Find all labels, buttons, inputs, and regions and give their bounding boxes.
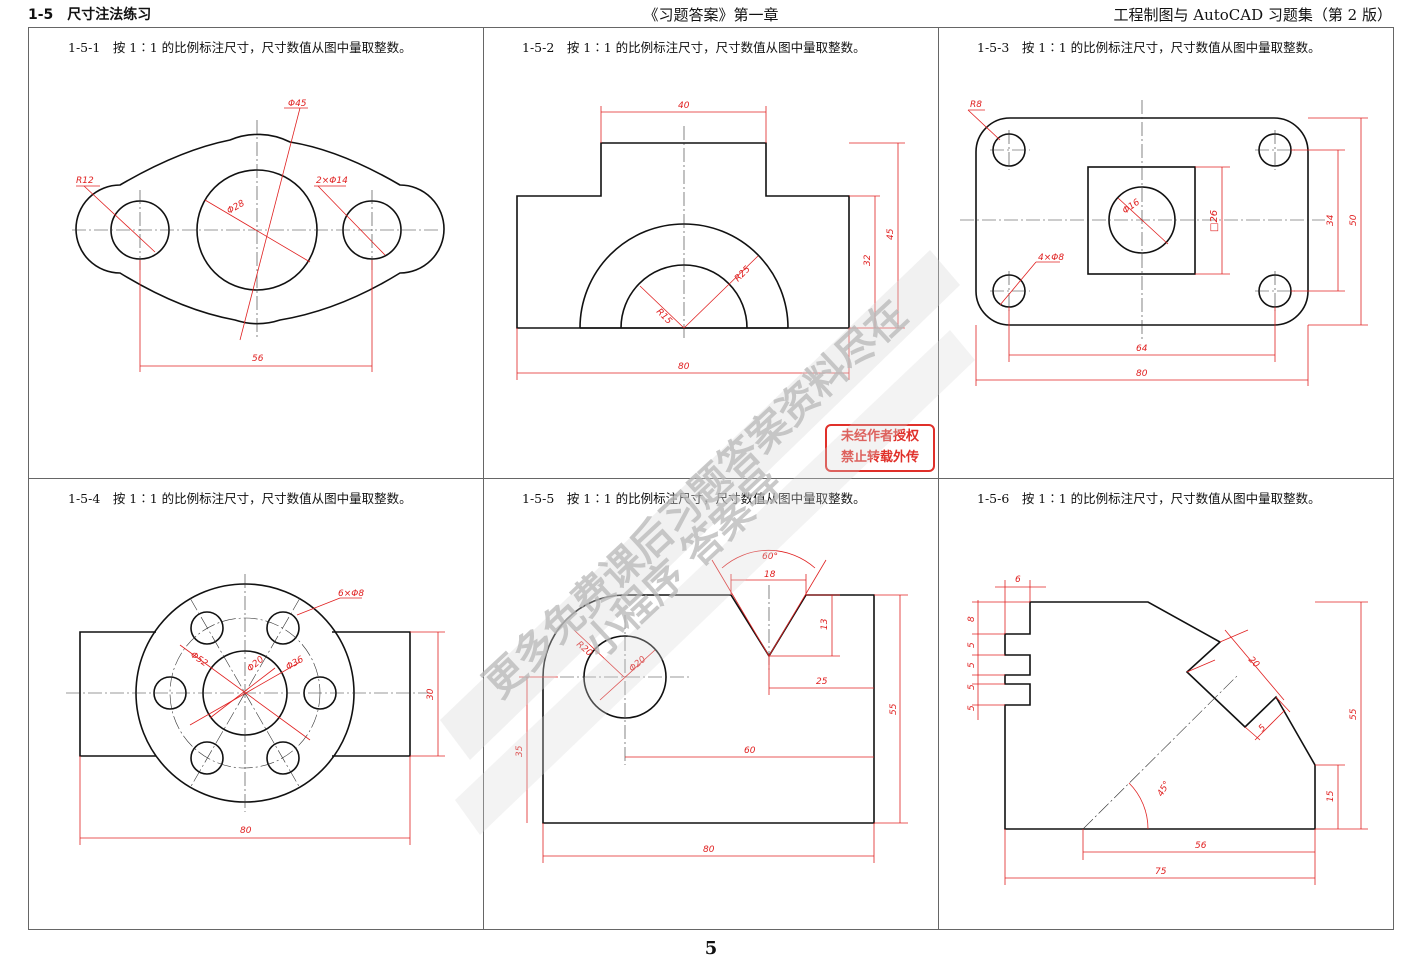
dim-phi20-d5: Φ20	[628, 655, 649, 675]
stamp-line-2: 禁止转载外传	[840, 450, 919, 465]
drawing-1-5-4	[66, 574, 445, 845]
copyright-stamp: 未经作者授权 禁止转载外传	[825, 424, 935, 472]
dim-phi45: Φ45	[288, 99, 307, 109]
dim-w80: 80	[1136, 369, 1148, 379]
dim-r25: R25	[733, 264, 753, 284]
dim-5-slot: 5	[1257, 723, 1268, 734]
dim-2x14: 2×Φ14	[316, 176, 348, 186]
dim-55-d6: 55	[1349, 708, 1359, 720]
exercise-1-5-4-caption: 1-5-4 按 1∶1 的比例标注尺寸，尺寸数值从图中量取整数。	[68, 488, 412, 507]
dim-80: 80	[678, 362, 690, 372]
dim-50: 50	[1349, 214, 1359, 226]
drawing-1-5-1	[72, 107, 445, 372]
exercise-id: 1-5-1	[68, 40, 101, 55]
exercise-text: 按 1∶1 的比例标注尺寸，尺寸数值从图中量取整数。	[1021, 40, 1321, 55]
dim-40: 40	[678, 101, 690, 111]
dim-5b: 5	[967, 662, 977, 668]
dim-6x8: 6×Φ8	[338, 589, 364, 599]
exercise-text: 按 1∶1 的比例标注尺寸，尺寸数值从图中量取整数。	[112, 491, 412, 506]
dim-15: 15	[1326, 790, 1336, 802]
book-title: 工程制图与 AutoCAD 习题集（第 2 版）	[1113, 6, 1392, 24]
drawing-1-5-5	[519, 550, 908, 863]
dim-18: 18	[764, 570, 776, 580]
exercise-text: 按 1∶1 的比例标注尺寸，尺寸数值从图中量取整数。	[112, 40, 412, 55]
dim-6: 6	[1015, 575, 1021, 585]
dim-45deg: 45°	[1156, 780, 1173, 799]
dim-25: 25	[816, 677, 828, 687]
dim-8: 8	[967, 616, 977, 622]
dim-32: 32	[863, 254, 873, 266]
exercise-text: 按 1∶1 的比例标注尺寸，尺寸数值从图中量取整数。	[566, 491, 866, 506]
dim-60deg: 60°	[762, 552, 778, 562]
dim-r12: R12	[76, 176, 94, 186]
dim-35: 35	[515, 745, 525, 757]
dim-phi52: Φ52	[188, 650, 209, 669]
exercise-1-5-5-caption: 1-5-5 按 1∶1 的比例标注尺寸，尺寸数值从图中量取整数。	[522, 488, 866, 507]
exercise-1-5-3-caption: 1-5-3 按 1∶1 的比例标注尺寸，尺寸数值从图中量取整数。	[977, 37, 1321, 56]
dim-r20: R20	[574, 640, 594, 659]
dim-phi36: Φ36	[285, 655, 306, 673]
dim-64: 64	[1136, 344, 1148, 354]
dim-4x8: 4×Φ8	[1038, 253, 1064, 263]
dim-60: 60	[744, 746, 756, 756]
dim-30: 30	[426, 688, 436, 700]
stamp-line-1: 未经作者授权	[840, 429, 919, 444]
dim-5a: 5	[967, 642, 977, 648]
dim-13: 13	[820, 618, 830, 630]
dim-w80-d4: 80	[240, 826, 252, 836]
drawing-1-5-6	[972, 580, 1368, 885]
dim-phi20-d4: Φ20	[246, 655, 267, 675]
dim-5d: 5	[967, 705, 977, 711]
section-title: 1-5 尺寸注法练习	[28, 7, 152, 23]
drawing-1-5-3	[960, 100, 1368, 386]
exercise-text: 按 1∶1 的比例标注尺寸，尺寸数值从图中量取整数。	[1021, 491, 1321, 506]
exercise-id: 1-5-4	[68, 491, 101, 506]
exercise-1-5-1-caption: 1-5-1 按 1∶1 的比例标注尺寸，尺寸数值从图中量取整数。	[68, 37, 412, 56]
chapter-title: 《习题答案》第一章	[643, 6, 779, 24]
dim-56: 56	[252, 354, 264, 364]
page-number: 5	[704, 938, 718, 959]
dim-55: 55	[889, 703, 899, 715]
dim-75: 75	[1155, 867, 1167, 877]
dim-5c: 5	[967, 684, 977, 690]
dim-45: 45	[886, 228, 896, 240]
dim-phi16: Φ16	[1121, 197, 1142, 216]
dim-r8: R8	[970, 100, 982, 110]
exercise-1-5-2-caption: 1-5-2 按 1∶1 的比例标注尺寸，尺寸数值从图中量取整数。	[522, 37, 866, 56]
drawing-1-5-2	[516, 106, 905, 380]
exercise-id: 1-5-3	[977, 40, 1010, 55]
exercise-text: 按 1∶1 的比例标注尺寸，尺寸数值从图中量取整数。	[566, 40, 866, 55]
exercise-id: 1-5-2	[522, 40, 555, 55]
exercise-id: 1-5-5	[522, 491, 555, 506]
dim-sq26: □26	[1209, 210, 1220, 232]
exercise-id: 1-5-6	[977, 491, 1010, 506]
dim-w80-d5: 80	[703, 845, 715, 855]
dim-r15: R15	[654, 307, 674, 327]
dim-56-d6: 56	[1195, 841, 1207, 851]
dim-phi28: Φ28	[226, 199, 247, 217]
dim-34: 34	[1326, 214, 1336, 226]
exercise-1-5-6-caption: 1-5-6 按 1∶1 的比例标注尺寸，尺寸数值从图中量取整数。	[977, 488, 1321, 507]
